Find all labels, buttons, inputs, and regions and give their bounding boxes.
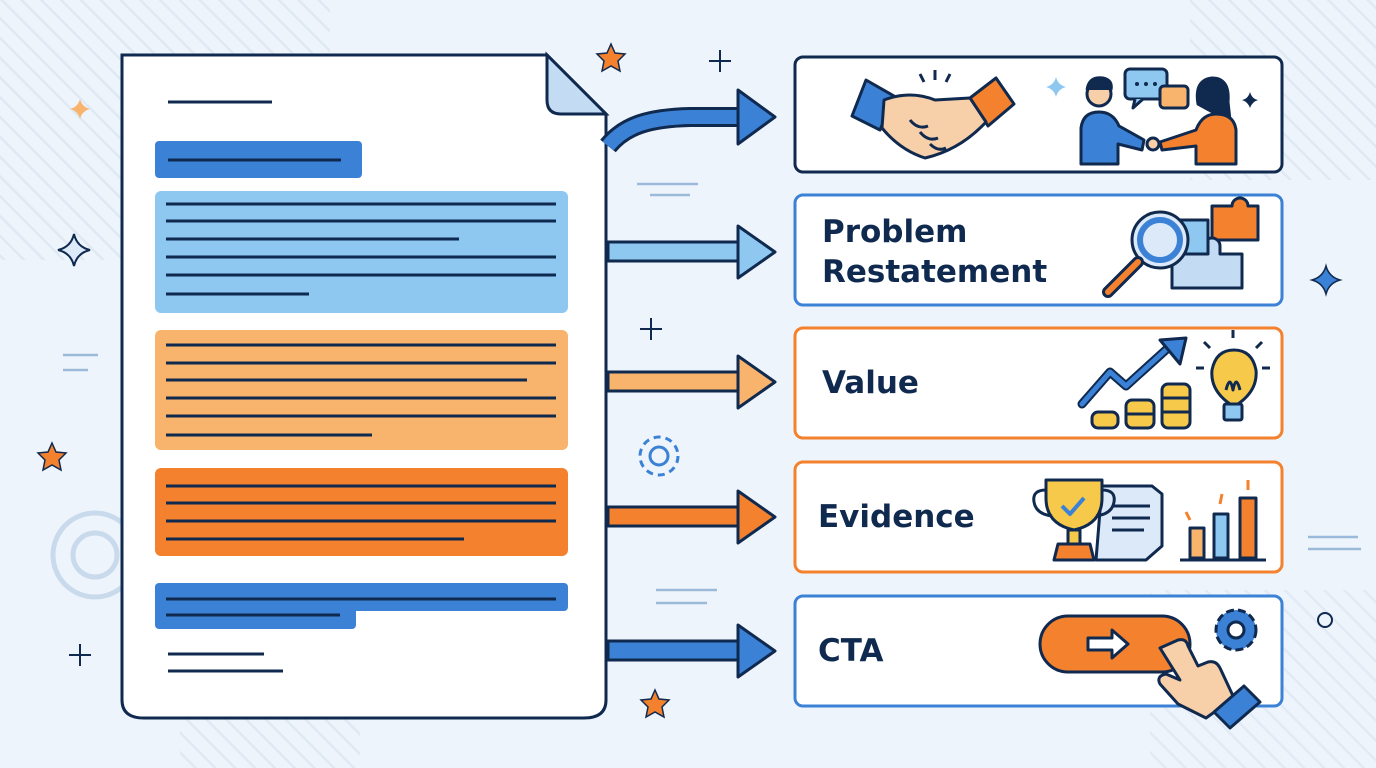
dash-lines <box>63 182 1361 605</box>
arrow-to-greeting <box>600 88 777 153</box>
arrow-to-cta <box>606 623 777 679</box>
plus-sparkle-icon <box>69 50 731 666</box>
document-closing-lines <box>168 652 283 673</box>
arrow-to-value <box>606 354 777 410</box>
document-icon <box>120 51 610 720</box>
card-evidence <box>793 460 1284 574</box>
gear-icon <box>638 435 680 477</box>
card-problem <box>793 193 1284 307</box>
people-meeting-icon <box>1079 67 1238 166</box>
pointer-button-icon <box>1038 614 1262 730</box>
star-icon <box>36 441 68 472</box>
arrow-to-problem <box>606 224 777 280</box>
magnifier-puzzle-icon <box>1102 196 1260 298</box>
trophy-icon <box>1032 478 1164 562</box>
lightbulb-icon <box>1196 330 1270 422</box>
card-label-value: Value <box>822 365 919 401</box>
document-section-value <box>155 330 568 450</box>
ring-icon <box>1317 612 1333 628</box>
sparkle-icon <box>70 99 90 119</box>
document-section-greeting <box>155 141 362 178</box>
card-label-evidence: Evidence <box>818 499 975 535</box>
card-value <box>793 326 1284 440</box>
sparkle-icon <box>1309 263 1343 297</box>
sparkle-icon <box>1046 77 1066 97</box>
gear-icon <box>1214 608 1258 652</box>
arrows <box>600 88 777 679</box>
star-icon <box>639 688 671 719</box>
document-folded-corner <box>545 51 610 116</box>
document-section-cta <box>155 583 568 629</box>
growth-coins-icon <box>1077 336 1192 430</box>
handshake-icon <box>850 70 1016 160</box>
sparkle-icon <box>57 233 91 267</box>
star-icon <box>595 42 627 73</box>
bar-chart-icon <box>1180 480 1266 562</box>
document-section-evidence <box>155 468 568 556</box>
document-section-problem <box>155 191 568 313</box>
sparkle-icon <box>1242 92 1258 108</box>
card-label-problem: Problem Restatement <box>822 214 1048 290</box>
card-label-cta: CTA <box>818 633 884 669</box>
card-greeting <box>793 55 1284 174</box>
card-cta <box>793 594 1284 730</box>
arrow-to-evidence <box>606 489 777 545</box>
